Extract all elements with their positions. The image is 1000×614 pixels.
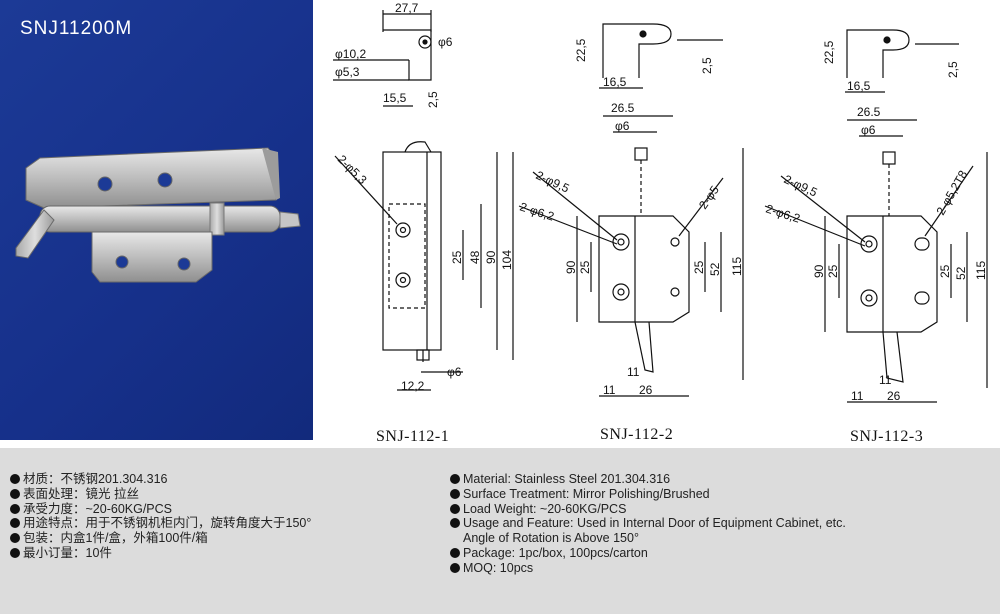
bullet-icon bbox=[450, 562, 460, 573]
dim-26: 26 bbox=[887, 389, 901, 403]
dim-12-2: 12,2 bbox=[401, 379, 425, 393]
dim-90: 90 bbox=[484, 250, 498, 264]
dim-phi-6: φ6 bbox=[615, 119, 630, 133]
dim-11a: 11 bbox=[603, 383, 616, 397]
dim-2-5: 2,5 bbox=[426, 91, 440, 108]
dim-25a: 25 bbox=[826, 264, 840, 278]
dim-22-5: 22,5 bbox=[574, 38, 588, 62]
bullet-icon bbox=[450, 488, 460, 499]
caption-snj-112-3: SNJ-112-3 bbox=[850, 428, 924, 445]
spec-en-usage: Usage and Feature: Used in Internal Door… bbox=[450, 516, 846, 531]
dim-90: 90 bbox=[564, 260, 578, 274]
dim-2-5: 2,5 bbox=[700, 57, 714, 74]
dim-2-phi-5-2t8: 2-φ5,2T8 bbox=[933, 168, 970, 218]
dim-2-phi-5: 2-φ5 bbox=[696, 183, 722, 212]
bullet-icon bbox=[450, 518, 460, 529]
spec-en-usage-continued: Angle of Rotation is Above 150° bbox=[463, 531, 639, 546]
dim-22-5: 22,5 bbox=[822, 40, 836, 64]
bullet-icon bbox=[10, 547, 20, 558]
dim-phi-6: φ6 bbox=[861, 123, 876, 137]
dim-48: 48 bbox=[468, 250, 482, 264]
caption-snj-112-1: SNJ-112-1 bbox=[376, 428, 450, 445]
bullet-icon bbox=[450, 503, 460, 514]
dim-26: 26 bbox=[639, 383, 653, 397]
spec-en-moq: MOQ: 10pcs bbox=[450, 561, 846, 576]
dim-115: 115 bbox=[974, 261, 988, 280]
spec-cn-load: 承受力度：~20-60KG/PCS bbox=[10, 502, 311, 517]
drawing-snj-112-2: 22,5 2,5 16,5 26.5 φ6 2-φ9,5 2-φ6,2 2-φ5… bbox=[518, 23, 744, 397]
dim-11b: 11 bbox=[627, 365, 640, 379]
bullet-icon bbox=[10, 533, 20, 544]
hinge-photo bbox=[15, 147, 301, 283]
dim-52: 52 bbox=[954, 266, 968, 280]
dim-2-phi-6-2: 2-φ6,2 bbox=[764, 202, 802, 226]
dim-104: 104 bbox=[500, 250, 514, 270]
dim-25a: 25 bbox=[578, 260, 592, 274]
dim-16-5: 16,5 bbox=[603, 75, 627, 89]
product-model-title: SNJ11200M bbox=[20, 18, 133, 39]
bullet-icon bbox=[10, 488, 20, 499]
dim-2-5: 2,5 bbox=[946, 61, 960, 78]
dim-phi-6: φ6 bbox=[438, 35, 453, 49]
dim-90: 90 bbox=[812, 264, 826, 278]
dim-11a: 11 bbox=[851, 389, 864, 403]
spec-cn-surface: 表面处理：镜光 拉丝 bbox=[10, 487, 311, 502]
dim-phi-10-2: φ10,2 bbox=[335, 47, 366, 61]
product-photo-panel: SNJ11200M bbox=[0, 0, 313, 440]
dim-11b: 11 bbox=[879, 373, 892, 387]
spec-en-surface: Surface Treatment: Mirror Polishing/Brus… bbox=[450, 487, 846, 502]
dim-25b: 25 bbox=[692, 260, 706, 274]
bullet-icon bbox=[450, 547, 460, 558]
dim-2-phi-9-5: 2-φ9,5 bbox=[534, 168, 572, 196]
drawing-snj-112-1: 27,7 φ10,2 φ5,3 φ6 15,5 2,5 2-φ5,3 25 48… bbox=[333, 1, 514, 393]
spec-cn-usage: 用途特点：用于不锈钢机柜内门，旋转角度大于150° bbox=[10, 516, 311, 531]
bullet-icon bbox=[10, 474, 20, 484]
spec-cn-moq: 最小订量：10件 bbox=[10, 546, 311, 561]
caption-snj-112-2: SNJ-112-2 bbox=[600, 426, 674, 443]
technical-drawings: 27,7 φ10,2 φ5,3 φ6 15,5 2,5 2-φ5,3 25 48… bbox=[333, 1, 988, 403]
spec-en-load: Load Weight: ~20-60KG/PCS bbox=[450, 502, 846, 517]
dim-bottom-phi-6: φ6 bbox=[447, 365, 462, 379]
dim-25: 25 bbox=[450, 250, 464, 264]
spec-cn-material: 材质：不锈钢201.304.316 bbox=[10, 472, 311, 487]
dim-15-5: 15,5 bbox=[383, 91, 407, 105]
spec-en-package: Package: 1pc/box, 100pcs/carton bbox=[450, 546, 846, 561]
bullet-icon bbox=[10, 503, 20, 514]
dim-52: 52 bbox=[708, 262, 722, 276]
spec-cn-package: 包装：内盒1件/盒，外箱100件/箱 bbox=[10, 531, 311, 546]
dim-16-5: 16,5 bbox=[847, 79, 871, 93]
dim-26-5: 26.5 bbox=[611, 101, 635, 115]
dim-holes-5-3: 2-φ5,3 bbox=[335, 152, 370, 187]
dim-25b: 25 bbox=[938, 264, 952, 278]
dim-top-width: 27,7 bbox=[395, 1, 419, 15]
dim-2-phi-6-2: 2-φ6,2 bbox=[518, 200, 556, 224]
specs-english: Material: Stainless Steel 201.304.316 Su… bbox=[450, 472, 846, 576]
specs-chinese: 材质：不锈钢201.304.316 表面处理：镜光 拉丝 承受力度：~20-60… bbox=[10, 472, 311, 561]
dim-115: 115 bbox=[730, 257, 744, 276]
specifications-panel: 材质：不锈钢201.304.316 表面处理：镜光 拉丝 承受力度：~20-60… bbox=[0, 448, 1000, 614]
bullet-icon bbox=[450, 474, 460, 484]
dim-phi-5-3: φ5,3 bbox=[335, 65, 360, 79]
spec-en-material: Material: Stainless Steel 201.304.316 bbox=[450, 472, 846, 487]
dim-2-phi-9-5: 2-φ9,5 bbox=[782, 172, 820, 200]
dim-26-5: 26.5 bbox=[857, 105, 881, 119]
bullet-icon bbox=[10, 518, 20, 529]
drawing-snj-112-3: 22,5 2,5 16,5 26.5 φ6 2-φ9,5 2-φ6,2 2-φ5… bbox=[764, 29, 988, 403]
